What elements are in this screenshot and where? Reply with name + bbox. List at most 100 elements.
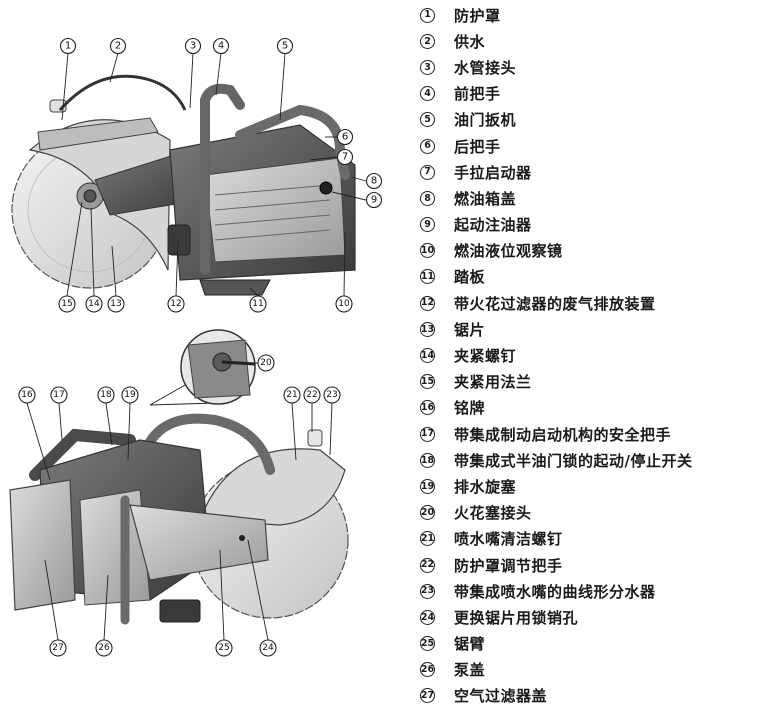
legend-label: 防护罩 [454, 6, 501, 25]
svg-text:13: 13 [110, 299, 121, 309]
svg-text:23: 23 [326, 390, 337, 400]
callout-24: 24 [259, 639, 277, 657]
legend-label: 带集成式半油门锁的起动/停止开关 [454, 451, 693, 470]
callout-11: 11 [249, 295, 267, 313]
legend-number: 26 [420, 662, 435, 678]
legend-label: 前把手 [454, 85, 501, 104]
svg-text:10: 10 [338, 299, 350, 309]
legend-label: 排水旋塞 [454, 477, 517, 496]
svg-text:27: 27 [52, 643, 63, 653]
callout-12: 12 [167, 295, 185, 313]
saw-top-view [11, 74, 356, 296]
legend-number: 14 [420, 348, 435, 364]
legend-label: 锯臂 [454, 635, 486, 654]
callout-9: 9 [365, 191, 383, 209]
callout-5: 5 [276, 37, 294, 55]
leaders-bottom [26, 362, 333, 641]
callout-21: 21 [283, 386, 301, 404]
legend-item: 4 前把手 [420, 81, 765, 107]
legend-label: 泵盖 [454, 661, 486, 680]
front-handle-top [200, 83, 245, 275]
callout-25: 25 [215, 639, 233, 657]
legend-label: 防护罩调节把手 [454, 556, 563, 575]
legend-label: 后把手 [454, 137, 501, 156]
legend-number: 2 [420, 33, 435, 49]
svg-text:20: 20 [260, 358, 272, 368]
legend-number: 4 [420, 86, 435, 102]
legend-number: 19 [420, 478, 435, 494]
legend-number: 20 [420, 505, 435, 521]
callouts-top: 1 2 3 4 5 6 7 8 9 10 11 12 13 14 15 [58, 37, 383, 313]
svg-text:5: 5 [282, 41, 288, 52]
blade-guard-bottom [199, 448, 346, 526]
callout-18: 18 [97, 386, 115, 404]
callout-3: 3 [184, 37, 202, 55]
legend-item: 10 燃油液位观察镜 [420, 238, 765, 264]
svg-text:8: 8 [371, 176, 377, 187]
legend-label: 油门扳机 [454, 111, 517, 130]
callout-1: 1 [59, 37, 77, 55]
callout-14: 14 [85, 295, 103, 313]
legend-label: 带集成喷水嘴的曲线形分水器 [454, 582, 656, 601]
legend-number: 12 [420, 295, 435, 311]
callout-27: 27 [49, 639, 67, 657]
callout-4: 4 [212, 37, 230, 55]
legend-number: 23 [420, 583, 435, 599]
legend-item: 19 排水旋塞 [420, 473, 765, 499]
legend-number: 11 [420, 269, 435, 285]
legend-number: 8 [420, 190, 435, 206]
legend-number: 3 [420, 59, 435, 75]
saw-bottom-view [9, 413, 349, 625]
callout-23: 23 [323, 386, 341, 404]
svg-text:4: 4 [218, 41, 224, 52]
pump-cover [79, 489, 151, 606]
svg-text:3: 3 [190, 41, 196, 52]
legend-item: 13 锯片 [420, 316, 765, 342]
legend-number: 10 [420, 243, 435, 259]
callouts-bottom: 16 17 18 19 20 21 22 23 24 25 26 27 [18, 354, 341, 657]
svg-text:19: 19 [124, 390, 136, 400]
svg-text:24: 24 [262, 643, 274, 653]
svg-text:17: 17 [53, 390, 64, 400]
callout-17: 17 [50, 386, 68, 404]
svg-text:11: 11 [252, 299, 263, 309]
svg-text:9: 9 [371, 195, 377, 206]
callout-22: 22 [303, 386, 321, 404]
legend-label: 燃油箱盖 [454, 189, 517, 208]
svg-text:7: 7 [342, 152, 348, 163]
legend-label: 带火花过滤器的废气排放装置 [454, 294, 656, 313]
legend-label: 锯片 [454, 320, 486, 339]
legend-label: 手拉启动器 [454, 163, 532, 182]
svg-text:21: 21 [286, 390, 297, 400]
legend-number: 15 [420, 374, 435, 390]
svg-text:16: 16 [21, 390, 33, 400]
callout-19: 19 [121, 386, 139, 404]
svg-text:2: 2 [115, 41, 121, 52]
legend-item: 26 泵盖 [420, 657, 765, 683]
legend-number: 9 [420, 217, 435, 233]
callout-6: 6 [336, 128, 354, 146]
legend-item: 23 带集成喷水嘴的曲线形分水器 [420, 578, 765, 604]
legend-number: 22 [420, 557, 435, 573]
legend-number: 13 [420, 321, 435, 337]
legend-label: 燃油液位观察镜 [454, 242, 563, 261]
saw-arm [129, 504, 269, 581]
blade-guard-top [28, 119, 171, 271]
svg-text:1: 1 [65, 41, 71, 52]
legend-number: 16 [420, 400, 435, 416]
cut-off-saw-diagram: 1 2 3 4 5 6 7 8 9 10 11 12 13 14 15 [9, 37, 383, 657]
svg-text:25: 25 [218, 643, 229, 653]
